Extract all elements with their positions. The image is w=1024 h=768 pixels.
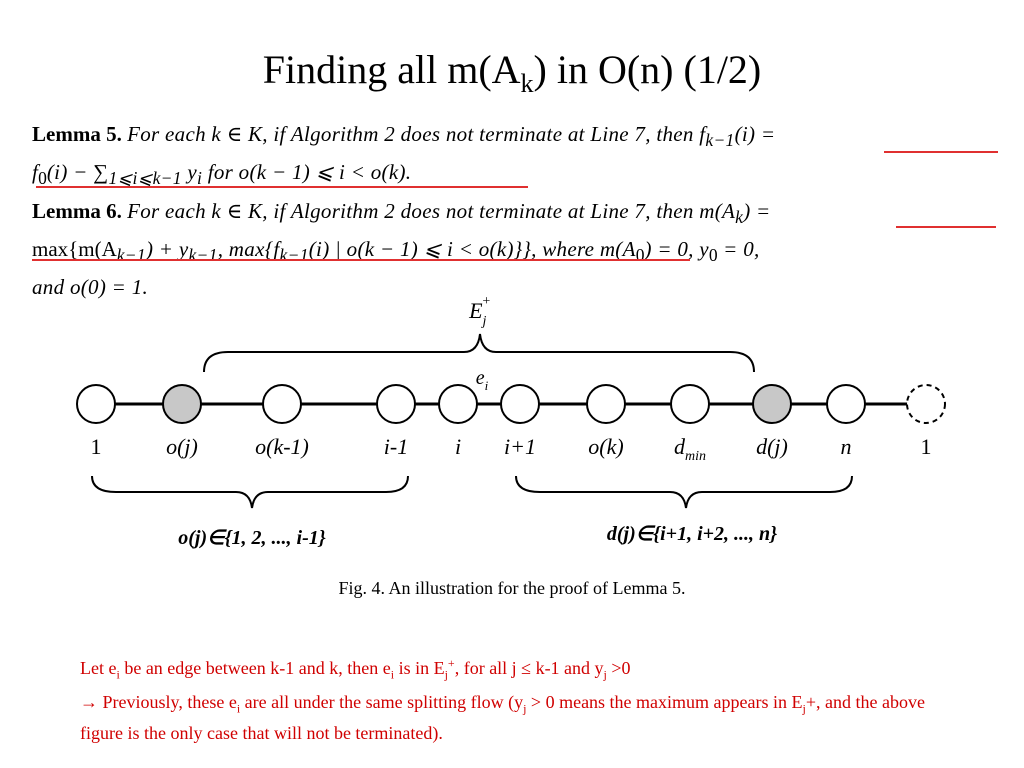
node-label-3: i-1 bbox=[384, 434, 408, 459]
node-label-1: o(j) bbox=[166, 434, 198, 459]
lemma-5-underline-right bbox=[884, 151, 998, 153]
note-edge-definition: Let ei be an edge between k-1 and k, the… bbox=[80, 656, 631, 682]
note-splitting-flow: → Previously, these ei are all under the… bbox=[80, 692, 925, 743]
node-4 bbox=[438, 384, 478, 424]
node-label-9: n bbox=[841, 434, 852, 459]
node-label-2: o(k-1) bbox=[255, 434, 309, 459]
figure-caption: Fig. 4. An illustration for the proof of… bbox=[338, 578, 686, 598]
left-brace-label: o(j)∈{1, 2, ..., i-1} bbox=[178, 527, 325, 549]
lemma-6-underline-bottom bbox=[32, 259, 690, 261]
right-brace-label: d(j)∈{i+1, i+2, ..., n} bbox=[607, 523, 777, 545]
node-labels-group: 1 o(j) o(k-1) i-1 i i+1 o(k) dmin d(j) n 1 bbox=[91, 434, 932, 464]
node-2 bbox=[262, 384, 302, 424]
lemma-6-underline-right bbox=[896, 226, 996, 228]
node-7 bbox=[670, 384, 710, 424]
node-0 bbox=[76, 384, 116, 424]
node-5 bbox=[500, 384, 540, 424]
right-brace bbox=[515, 475, 853, 509]
lemma-5-label: Lemma 5. bbox=[32, 122, 122, 146]
node-label-0: 1 bbox=[91, 434, 102, 459]
node-3 bbox=[376, 384, 416, 424]
node-10 bbox=[906, 384, 946, 424]
node-6 bbox=[586, 384, 626, 424]
edge-label: ei bbox=[476, 367, 489, 393]
node-9 bbox=[826, 384, 866, 424]
node-1 bbox=[162, 384, 202, 424]
lemma-5-underline-bottom bbox=[36, 186, 528, 188]
nodes-group bbox=[76, 384, 946, 424]
left-brace bbox=[91, 475, 409, 509]
node-label-10: 1 bbox=[921, 434, 932, 459]
lemma-6-label: Lemma 6. bbox=[32, 199, 122, 223]
node-label-7: dmin bbox=[674, 434, 706, 464]
lemma-5: Lemma 5. For each k ∈ K, if Algorithm 2 … bbox=[32, 122, 776, 189]
node-label-8: d(j) bbox=[756, 434, 788, 459]
node-label-6: o(k) bbox=[588, 434, 623, 459]
top-brace bbox=[203, 333, 755, 373]
node-label-4: i bbox=[455, 434, 461, 459]
top-brace-label: Ej+ bbox=[468, 294, 491, 329]
node-8 bbox=[752, 384, 792, 424]
node-label-5: i+1 bbox=[504, 434, 536, 459]
slide-title: Finding all m(Ak) in O(n) (1/2) bbox=[262, 47, 762, 98]
